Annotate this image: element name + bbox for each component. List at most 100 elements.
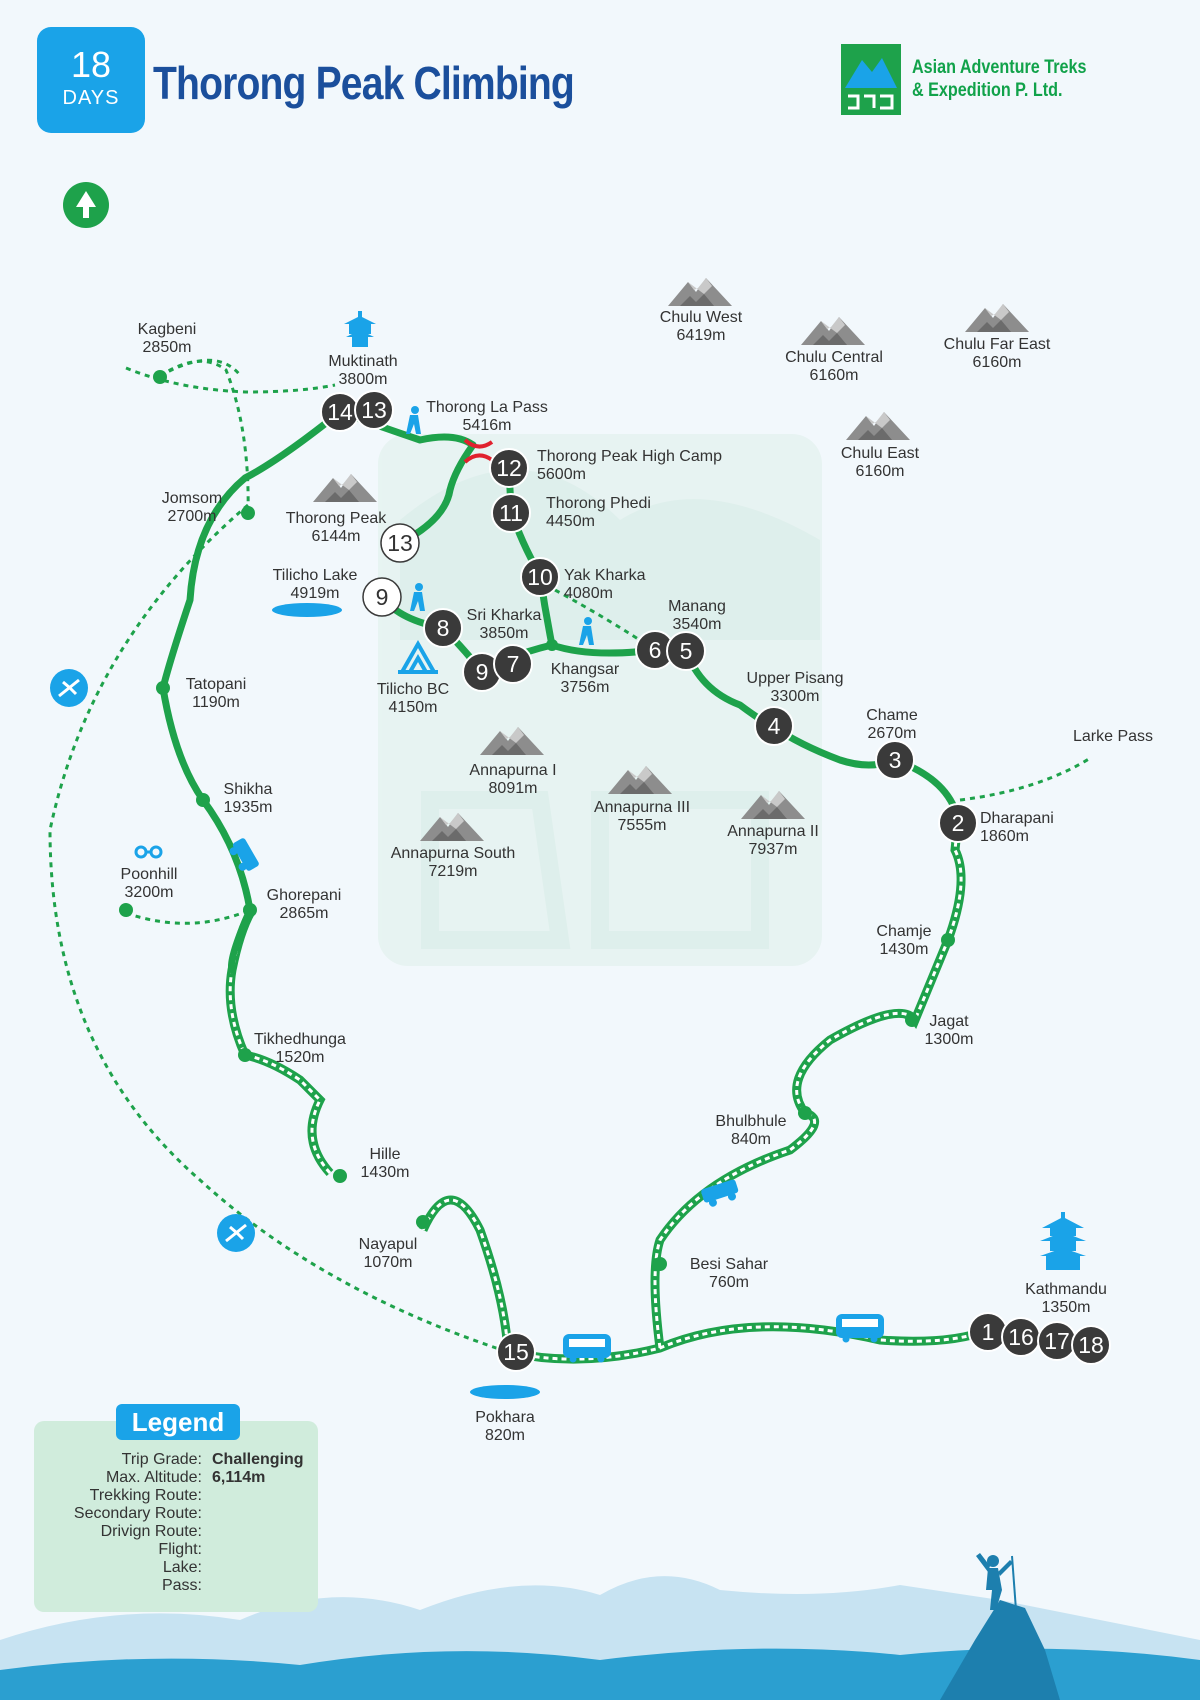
place-altitude: 6144m — [312, 528, 361, 545]
place-name: Ghorepani — [267, 887, 342, 904]
legend-lake-label: Lake: — [162, 1559, 202, 1576]
place-name: Yak Kharka — [564, 567, 646, 584]
stop-number: 9 — [476, 659, 489, 685]
place-altitude: 1520m — [276, 1049, 325, 1066]
stop-number: 6 — [649, 637, 662, 663]
stop-number: 8 — [437, 615, 450, 641]
flight-icons — [50, 669, 255, 1252]
route-points — [119, 370, 955, 1271]
temple-icon — [344, 311, 376, 347]
peak-name: Annapurna II — [727, 823, 819, 840]
place-name: Tatopani — [186, 676, 247, 693]
place-name: Pokhara — [475, 1409, 535, 1426]
place-name: Dharapani — [980, 810, 1054, 827]
stop-marker-day-1: 1 — [968, 1312, 1008, 1352]
stop-number: 12 — [496, 455, 522, 481]
stop-number: 2 — [952, 810, 965, 836]
stop-number: 13 — [387, 530, 413, 556]
peak-altitude: 6160m — [856, 463, 905, 480]
place-name: Jomsom — [162, 490, 222, 507]
peak-name: Chulu Central — [785, 349, 883, 366]
stop-number: 11 — [499, 500, 523, 526]
place-name: Larke Pass — [1073, 728, 1153, 745]
place-altitude: 5416m — [463, 417, 512, 434]
stop-marker-day-16: 16 — [1001, 1317, 1041, 1357]
place-name: Nayapul — [359, 1236, 418, 1253]
stop-marker-day-10: 10 — [520, 557, 560, 597]
place-name: Besi Sahar — [690, 1256, 769, 1273]
stop-marker-day-14: 14 — [320, 392, 360, 432]
place-altitude: 1070m — [364, 1254, 413, 1271]
place-name: Muktinath — [328, 353, 397, 370]
peak-altitude: 6419m — [677, 327, 726, 344]
legend-secondary-label: Secondary Route: — [73, 1505, 202, 1522]
stop-number: 4 — [768, 713, 781, 739]
pagoda-icon — [1040, 1212, 1086, 1270]
place-name: Thorong Peak — [286, 510, 388, 527]
stop-marker-day-9: 9 — [362, 577, 402, 617]
peak-name: Annapurna South — [391, 845, 516, 862]
stop-number: 1 — [982, 1319, 995, 1345]
place-name: Poonhill — [121, 866, 178, 883]
peak-altitude: 6160m — [810, 367, 859, 384]
stop-number: 17 — [1044, 1328, 1070, 1354]
stop-number: 7 — [507, 651, 520, 677]
place-altitude: 4150m — [389, 699, 438, 716]
watermark-logo — [378, 434, 822, 966]
flight-route — [48, 503, 509, 1354]
place-altitude: 3200m — [125, 884, 174, 901]
stop-marker-day-6: 6 — [635, 630, 675, 670]
place-altitude: 3540m — [673, 616, 722, 633]
stop-marker-day-15: 15 — [496, 1332, 536, 1372]
place-altitude: 3756m — [561, 679, 610, 696]
place-altitude: 4919m — [291, 585, 340, 602]
peak-altitude: 7937m — [749, 841, 798, 858]
stop-marker-day-17: 17 — [1037, 1321, 1077, 1361]
company-name-line2: & Expedition P. Ltd. — [912, 80, 1063, 101]
stop-number: 5 — [680, 638, 693, 664]
place-name: Thorong La Pass — [426, 399, 548, 416]
stop-number: 9 — [376, 584, 389, 610]
place-name: Jagat — [929, 1013, 969, 1030]
stop-marker-day-2: 2 — [938, 803, 978, 843]
place-name: Kagbeni — [138, 321, 197, 338]
place-larke-pass: Larke Pass — [1073, 728, 1153, 745]
place-name: Tilicho Lake — [273, 567, 358, 584]
place-name: Sri Kharka — [467, 607, 542, 624]
legend-labels: Trip Grade: Max. Altitude: Trekking Rout… — [34, 1451, 202, 1601]
stop-marker-day-11: 11 — [491, 493, 531, 533]
place-name: Thorong Phedi — [546, 495, 651, 512]
place-altitude: 840m — [731, 1131, 771, 1148]
place-name: Tikhedhunga — [254, 1031, 346, 1048]
place-altitude: 1300m — [925, 1031, 974, 1048]
peak-name: Chulu West — [660, 309, 743, 326]
days-label: DAYS — [62, 87, 120, 109]
place-altitude: 3850m — [480, 625, 529, 642]
place-name: Khangsar — [551, 661, 620, 678]
place-altitude: 1190m — [192, 694, 240, 711]
place-name: Upper Pisang — [747, 670, 844, 687]
place-altitude: 2670m — [868, 725, 917, 742]
place-altitude: 2700m — [168, 508, 217, 525]
place-altitude: 2865m — [280, 905, 329, 922]
stop-number: 18 — [1078, 1332, 1104, 1358]
binocular-icon — [134, 845, 163, 859]
place-altitude: 3300m — [771, 688, 820, 705]
stop-marker-day-5: 5 — [666, 631, 706, 671]
